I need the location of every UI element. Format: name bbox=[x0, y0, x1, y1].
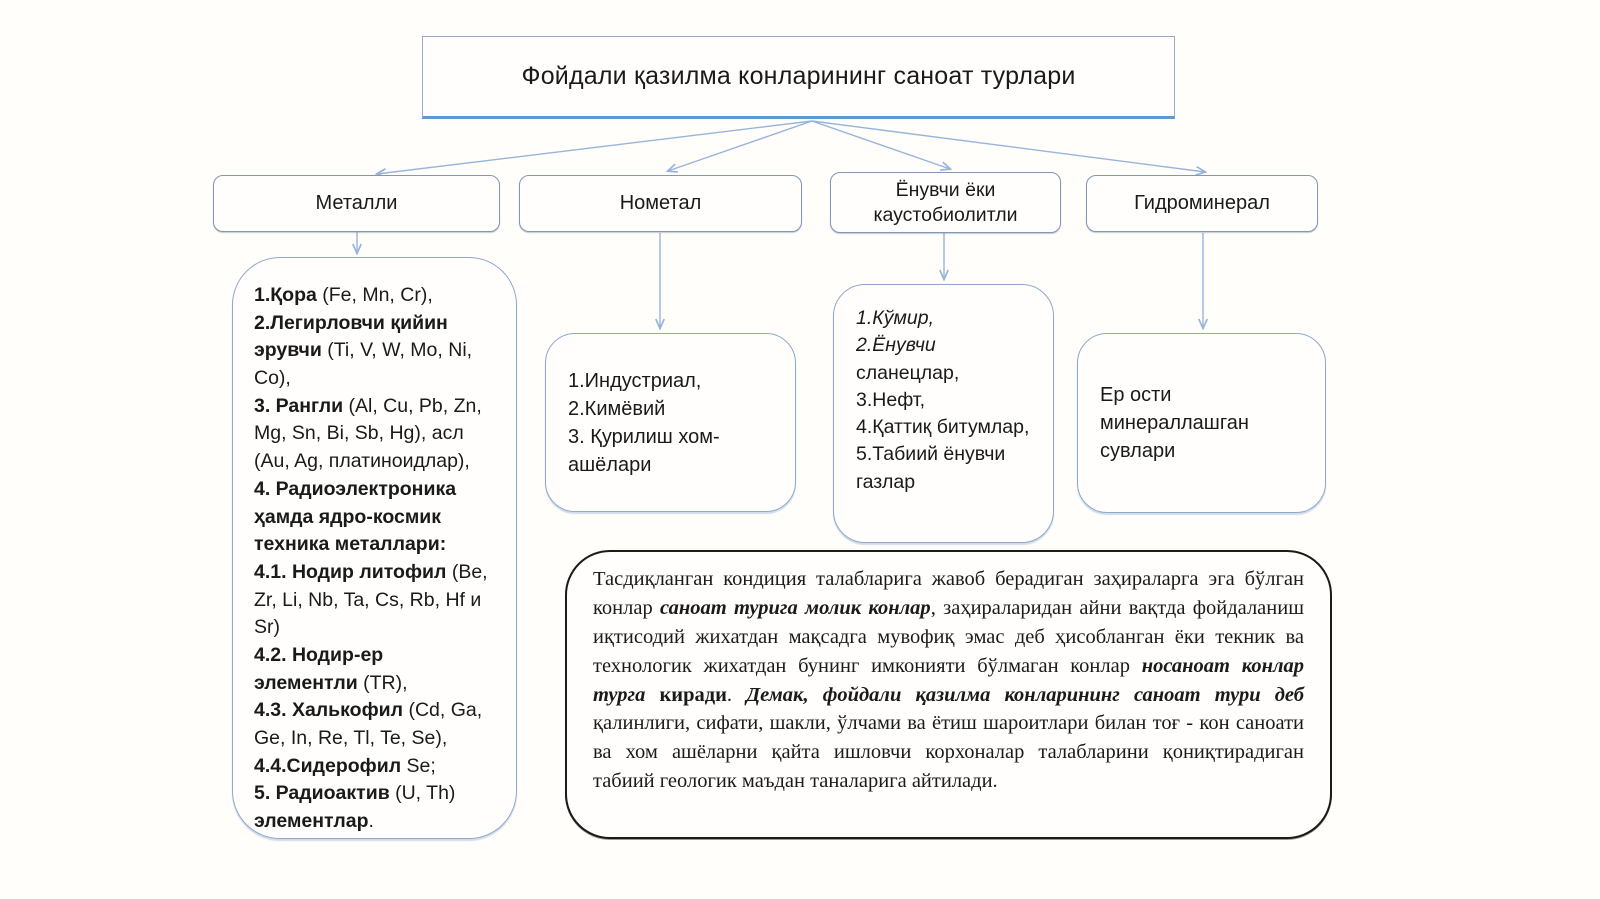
list-item: 1.Индустриал, bbox=[568, 369, 702, 392]
category-box-metalli: Металли bbox=[213, 175, 500, 232]
list-item: 4.2. Нодир-ер элементли (TR), bbox=[254, 643, 408, 694]
summary-text: Тасдиқланган кондиция талабларига жавоб … bbox=[593, 568, 1304, 793]
category-box-caustobiolith: Ёнувчи ёки каустобиолитли bbox=[830, 172, 1061, 233]
list-item: 5. Радиоактив (U, Th) элементлар. bbox=[254, 782, 456, 833]
list-item: 2.Ёнувчи сланецлар, bbox=[856, 334, 960, 384]
category-label-metalli: Металли bbox=[315, 192, 398, 214]
category-label-nometal: Нометал bbox=[619, 192, 702, 214]
category-label-hydromineral: Гидроминерал bbox=[1134, 192, 1270, 214]
list-item: 4.1. Нодир литофил (Be, Zr, Li, Nb, Ta, … bbox=[254, 560, 488, 639]
diagram-title: Фойдали қазилма конларининг саноат турла… bbox=[521, 62, 1076, 90]
list-item: 4.Қаттиқ битумлар, bbox=[856, 416, 1030, 439]
list-item: 4.3. Халькофил (Cd, Ga, Ge, In, Re, Tl, … bbox=[254, 699, 483, 749]
list-item: 1.Қора (Fe, Mn, Cr), bbox=[254, 284, 433, 306]
list-item: 2.Кимёвий bbox=[568, 397, 666, 420]
list-item: 4. Радиоэлектроника ҳамда ядро-космик те… bbox=[254, 477, 457, 556]
detail-box-metals: 1.Қора (Fe, Mn, Cr), 2.Легирловчи қийин э… bbox=[232, 257, 517, 839]
detail-box-hydromineral: Ер ости минераллашган сувлари bbox=[1077, 333, 1326, 513]
hydromineral-text: Ер ости минераллашган сувлари bbox=[1100, 384, 1249, 462]
category-box-hydromineral: Гидроминерал bbox=[1086, 175, 1318, 232]
detail-box-nonmetal: 1.Индустриал, 2.Кимёвий 3. Қурилиш хом-ашё… bbox=[545, 333, 796, 512]
detail-box-caustobiolith: 1.Кўмир, 2.Ёнувчи сланецлар, 3.Нефт, 4.Қатт… bbox=[833, 284, 1054, 543]
summary-box: Тасдиқланган кондиция талабларига жавоб … bbox=[565, 550, 1332, 839]
category-box-nometal: Нометал bbox=[519, 175, 802, 232]
category-label-caustobiolith: Ёнувчи ёки каустобиолитли bbox=[873, 179, 1018, 226]
list-item: 4.4.Сидерофил Se; bbox=[254, 754, 436, 777]
list-item: 3. Рангли (Al, Cu, Pb, Zn, Mg, Sn, Bi, S… bbox=[254, 394, 482, 473]
list-item: 2.Легирловчи қийин эрувчи (Ti, V, W, Mo,… bbox=[254, 311, 473, 390]
list-item: 3.Нефт, bbox=[856, 388, 925, 411]
list-item: 3. Қурилиш хом-ашёлари bbox=[568, 425, 720, 476]
title-box: Фойдали қазилма конларининг саноат турла… bbox=[422, 36, 1175, 119]
list-item: 5.Табиий ёнувчи газлар bbox=[856, 443, 1006, 493]
list-item: 1.Кўмир, bbox=[856, 307, 934, 329]
